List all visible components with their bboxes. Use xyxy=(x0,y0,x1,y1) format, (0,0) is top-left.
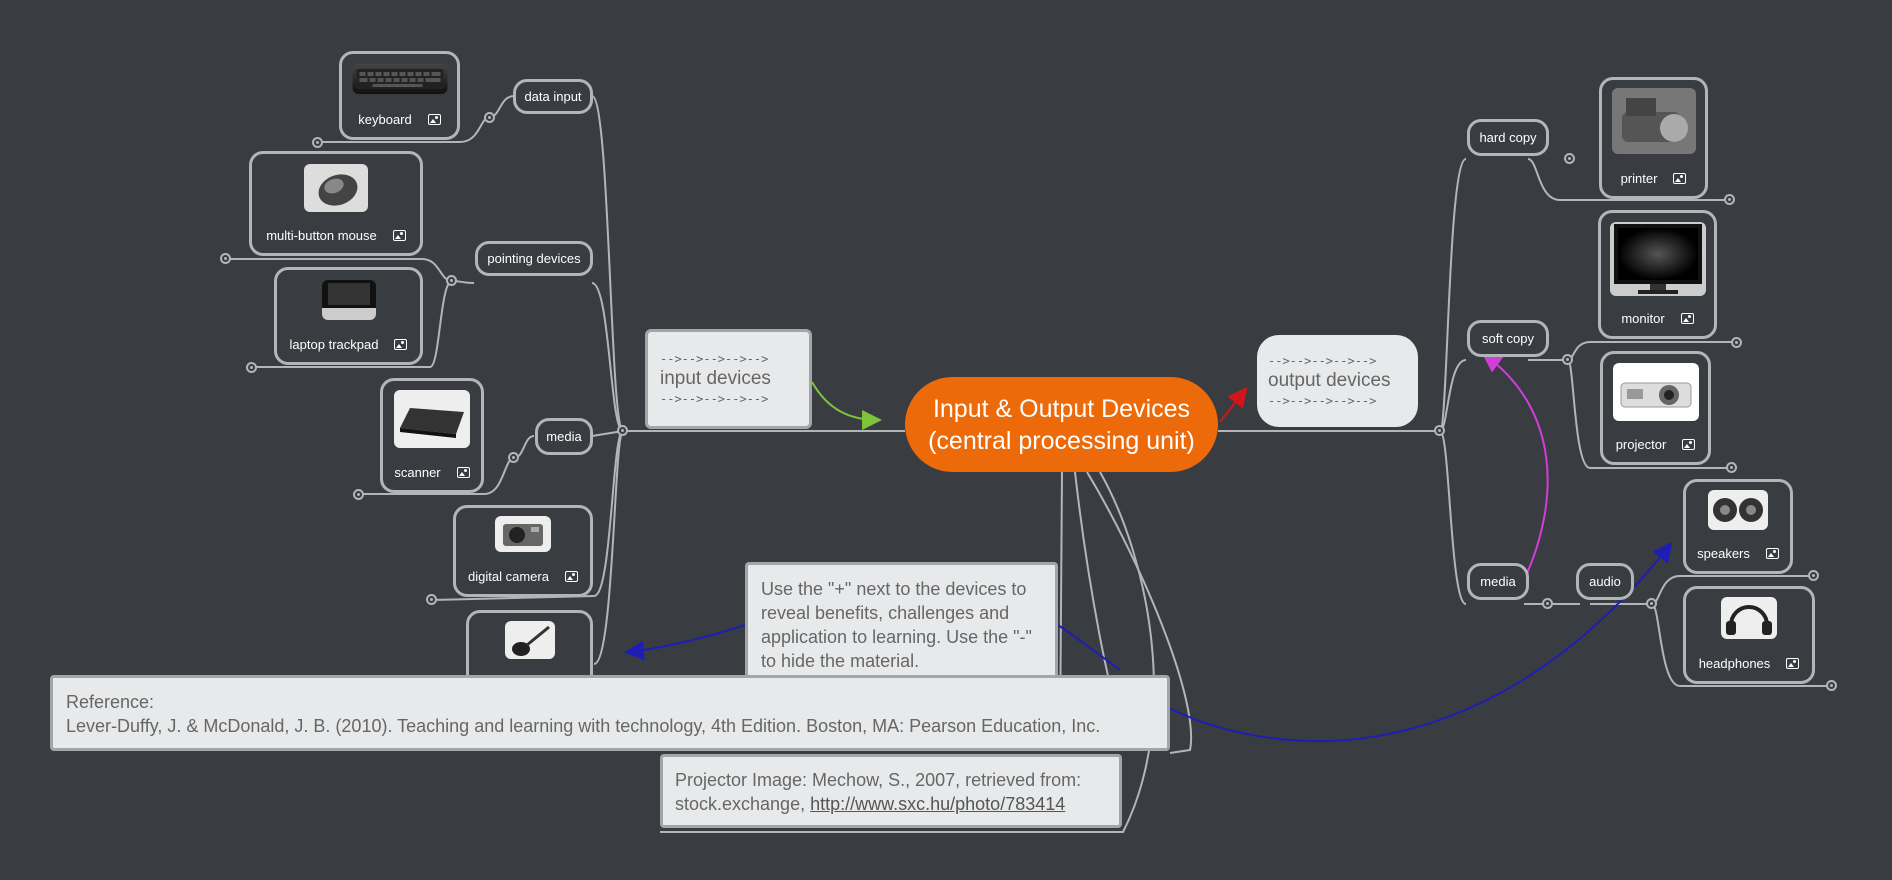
trackpad-label: laptop trackpad xyxy=(289,337,379,352)
category-soft-copy[interactable]: soft copy xyxy=(1467,320,1549,357)
microphone-image xyxy=(504,621,555,659)
collapse-toggle-audio[interactable] xyxy=(1646,598,1657,609)
reference-note[interactable]: Reference: Lever-Duffy, J. & McDonald, J… xyxy=(50,675,1170,751)
image-icon[interactable] xyxy=(394,339,408,350)
image-icon[interactable] xyxy=(392,230,406,241)
device-printer[interactable]: printer xyxy=(1599,77,1708,199)
monitor-image xyxy=(1609,222,1706,296)
collapse-toggle-media-out[interactable] xyxy=(1542,598,1553,609)
instructions-note[interactable]: Use the "+" next to the devices to revea… xyxy=(745,562,1058,686)
speakers-icon xyxy=(1713,498,1763,522)
trackpad-image xyxy=(321,280,376,320)
projector-icon xyxy=(1620,382,1691,408)
category-pointing-devices[interactable]: pointing devices xyxy=(475,241,593,276)
printer-image xyxy=(1611,88,1696,154)
expand-toggle-camera[interactable] xyxy=(426,594,437,605)
scanner-icon xyxy=(400,408,464,438)
device-monitor[interactable]: monitor xyxy=(1598,210,1717,339)
input-devices-label: input devices xyxy=(660,368,771,389)
expand-toggle-mouse[interactable] xyxy=(220,253,231,264)
camera-label: digital camera xyxy=(468,569,549,584)
category-media-output[interactable]: media xyxy=(1467,563,1529,600)
device-scanner[interactable]: scanner xyxy=(380,378,484,493)
expand-toggle-speakers[interactable] xyxy=(1808,570,1819,581)
output-arrows-bottom: -->-->-->-->--> xyxy=(1268,394,1377,408)
instructions-text: Use the "+" next to the devices to revea… xyxy=(761,579,1032,671)
central-topic-line-2: (central processing unit) xyxy=(928,426,1195,455)
projector-image xyxy=(1612,363,1699,421)
collapse-toggle-pointing[interactable] xyxy=(446,275,457,286)
mouse-icon xyxy=(318,174,358,206)
collapse-toggle-data-input[interactable] xyxy=(484,112,495,123)
input-devices-node[interactable]: -->-->-->-->--> input devices -->-->-->-… xyxy=(645,329,812,429)
collapse-toggle-left-hub[interactable] xyxy=(617,425,628,436)
category-audio[interactable]: audio xyxy=(1576,563,1634,600)
speakers-image xyxy=(1708,490,1768,530)
collapse-toggle-soft-copy[interactable] xyxy=(1562,354,1573,365)
monitor-icon xyxy=(1613,224,1702,294)
device-multi-button-mouse[interactable]: multi-button mouse xyxy=(249,151,423,256)
input-arrows-top: -->-->-->-->--> xyxy=(660,352,769,366)
collapse-toggle-hard-copy[interactable] xyxy=(1564,153,1575,164)
output-devices-label: output devices xyxy=(1268,370,1391,391)
image-icon[interactable] xyxy=(1673,173,1687,184)
scanner-label: scanner xyxy=(394,465,441,480)
central-topic-line-1: Input & Output Devices xyxy=(932,394,1191,423)
projector-label: projector xyxy=(1615,437,1667,452)
image-icon[interactable] xyxy=(1680,313,1694,324)
headphones-icon xyxy=(1726,605,1772,635)
printer-icon xyxy=(1621,98,1688,142)
image-icon[interactable] xyxy=(427,114,441,125)
category-media-input[interactable]: media xyxy=(535,418,593,455)
image-icon[interactable] xyxy=(564,571,578,582)
expand-toggle-keyboard[interactable] xyxy=(312,137,323,148)
expand-toggle-headphones[interactable] xyxy=(1826,680,1837,691)
expand-toggle-trackpad[interactable] xyxy=(246,362,257,373)
projector-credit-link[interactable]: http://www.sxc.hu/photo/783414 xyxy=(810,794,1066,814)
expand-toggle-monitor[interactable] xyxy=(1731,337,1742,348)
headphones-image xyxy=(1721,597,1777,639)
trackpad-icon xyxy=(321,283,376,320)
printer-label: printer xyxy=(1620,171,1658,186)
projector-credit-text: Projector Image: Mechow, S., 2007, retri… xyxy=(675,770,1082,814)
speakers-label: speakers xyxy=(1697,546,1750,561)
monitor-label: monitor xyxy=(1621,311,1665,326)
device-headphones[interactable]: headphones xyxy=(1683,586,1815,684)
device-projector[interactable]: projector xyxy=(1600,351,1711,465)
central-topic[interactable]: Input & Output Devices (central processi… xyxy=(905,377,1218,472)
projector-credit-note[interactable]: Projector Image: Mechow, S., 2007, retri… xyxy=(660,754,1122,828)
device-keyboard[interactable]: keyboard xyxy=(339,51,460,140)
input-arrows-bottom: -->-->-->-->--> xyxy=(660,392,769,406)
device-digital-camera[interactable]: digital camera xyxy=(453,505,593,597)
category-data-input[interactable]: data input xyxy=(513,79,593,114)
collapse-toggle-right-hub[interactable] xyxy=(1434,425,1445,436)
category-hard-copy[interactable]: hard copy xyxy=(1467,119,1549,156)
mouse-image xyxy=(304,164,368,212)
image-icon[interactable] xyxy=(1765,548,1779,559)
image-icon[interactable] xyxy=(1786,658,1800,669)
output-arrows-top: -->-->-->-->--> xyxy=(1268,354,1377,368)
image-icon[interactable] xyxy=(1682,439,1696,450)
output-devices-node[interactable]: -->-->-->-->--> output devices -->-->-->… xyxy=(1257,335,1418,427)
image-icon[interactable] xyxy=(456,467,470,478)
mouse-label: multi-button mouse xyxy=(266,228,377,243)
keyboard-icon xyxy=(356,69,443,89)
scanner-image xyxy=(394,390,470,448)
collapse-toggle-media-in[interactable] xyxy=(508,452,519,463)
expand-toggle-printer[interactable] xyxy=(1724,194,1735,205)
expand-toggle-projector[interactable] xyxy=(1726,462,1737,473)
camera-icon xyxy=(503,524,543,546)
keyboard-image xyxy=(352,64,447,94)
headphones-label: headphones xyxy=(1698,656,1771,671)
device-laptop-trackpad[interactable]: laptop trackpad xyxy=(274,267,423,365)
microphone-icon xyxy=(511,625,550,656)
reference-label: Reference: xyxy=(66,692,155,712)
expand-toggle-scanner[interactable] xyxy=(353,489,364,500)
keyboard-label: keyboard xyxy=(358,112,412,127)
reference-text: Lever-Duffy, J. & McDonald, J. B. (2010)… xyxy=(66,716,1101,736)
device-speakers[interactable]: speakers xyxy=(1683,479,1793,574)
camera-image xyxy=(495,516,551,552)
